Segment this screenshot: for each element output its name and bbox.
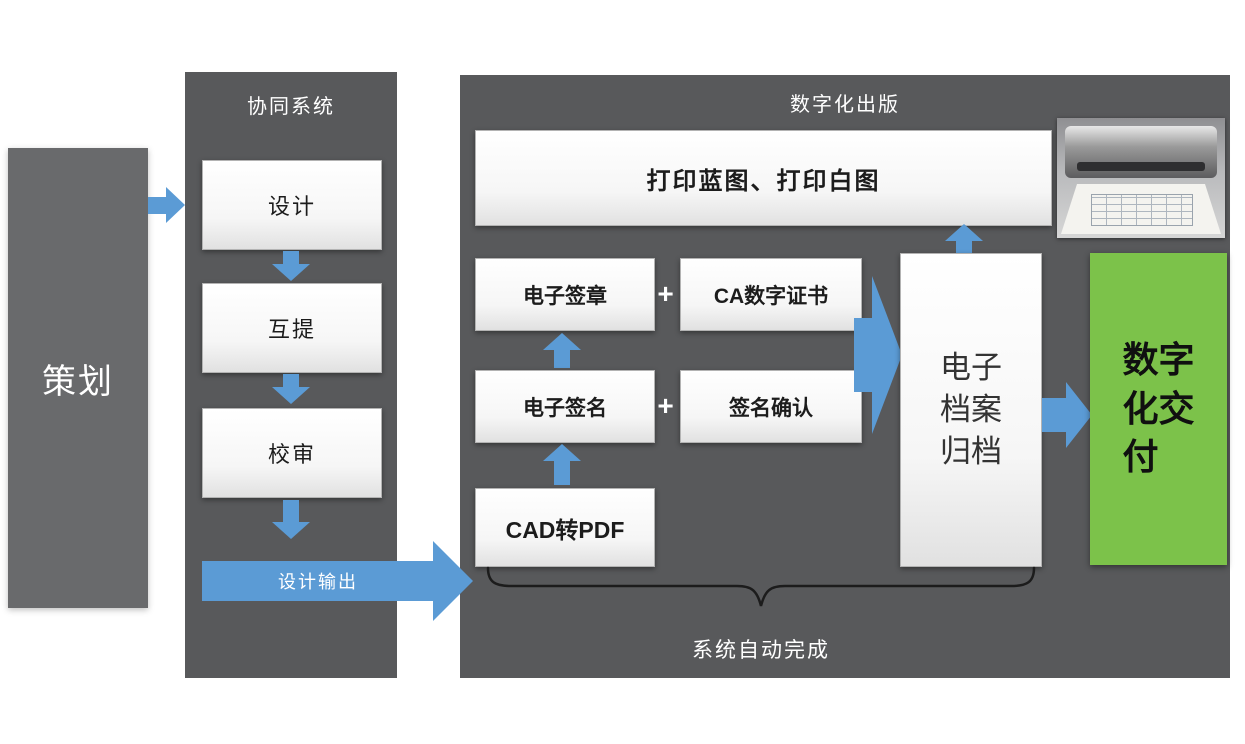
delivery-box: 数字 化交 付 [1090, 253, 1227, 565]
flow-arrow-down-icon [272, 251, 310, 281]
arrow-shaft [283, 374, 299, 387]
design-output-label: 设计输出 [278, 572, 358, 592]
print-box: 打印蓝图、打印白图 [475, 130, 1052, 226]
plus-sign: + [657, 277, 674, 309]
flow-arrow-down-icon [272, 374, 310, 404]
flow-arrow-up-icon [543, 333, 581, 368]
sign-confirm-box: 签名确认 [680, 370, 862, 443]
step-box-design: 设计 [202, 160, 382, 250]
drawing-sketch [1091, 194, 1193, 226]
big-flow-arrow-right-icon [1042, 382, 1092, 448]
cad-pdf-box: CAD转PDF [475, 488, 655, 567]
plotter-photo [1057, 118, 1225, 238]
arrow-shaft [148, 196, 166, 214]
arrow-head [272, 387, 310, 404]
arrow-head [272, 264, 310, 281]
arrow-head [166, 187, 185, 223]
eseal-box: 电子签章 [475, 258, 655, 331]
arrow-head [543, 333, 581, 350]
arrow-head [272, 522, 310, 539]
planning-label: 策划 [42, 362, 114, 401]
flow-arrow-right-icon [148, 187, 185, 223]
flow-arrow-down-icon [272, 500, 310, 539]
arrow-head [543, 444, 581, 461]
step-box-exchange: 互提 [202, 283, 382, 373]
arrow-head [945, 224, 983, 241]
esign-box: 电子签名 [475, 370, 655, 443]
arrow-shaft [956, 241, 972, 255]
plus-sign: + [657, 389, 674, 421]
planning-box: 策划 [8, 148, 148, 608]
step-box-review: 校审 [202, 408, 382, 498]
publishing-panel-title: 数字化出版 [790, 94, 900, 116]
flow-arrow-up-icon [543, 444, 581, 485]
auto-complete-label: 系统自动完成 [692, 639, 830, 662]
arrow-shaft [554, 350, 570, 368]
archive-box: 电子 档案 归档 [900, 253, 1042, 567]
flow-arrow-up-icon [945, 224, 983, 255]
brace-icon [486, 566, 1036, 607]
design-output-arrow-head [433, 541, 473, 621]
ca-cert-box: CA数字证书 [680, 258, 862, 331]
design-output-arrow: 设计输出 [202, 561, 434, 601]
big-flow-arrow-right-icon [854, 276, 902, 434]
collab-panel-title: 协同系统 [247, 96, 335, 118]
arrow-shaft [283, 251, 299, 264]
arrow-shaft [283, 500, 299, 522]
printer-output-slot [1077, 162, 1205, 171]
arrow-shaft [554, 461, 570, 485]
